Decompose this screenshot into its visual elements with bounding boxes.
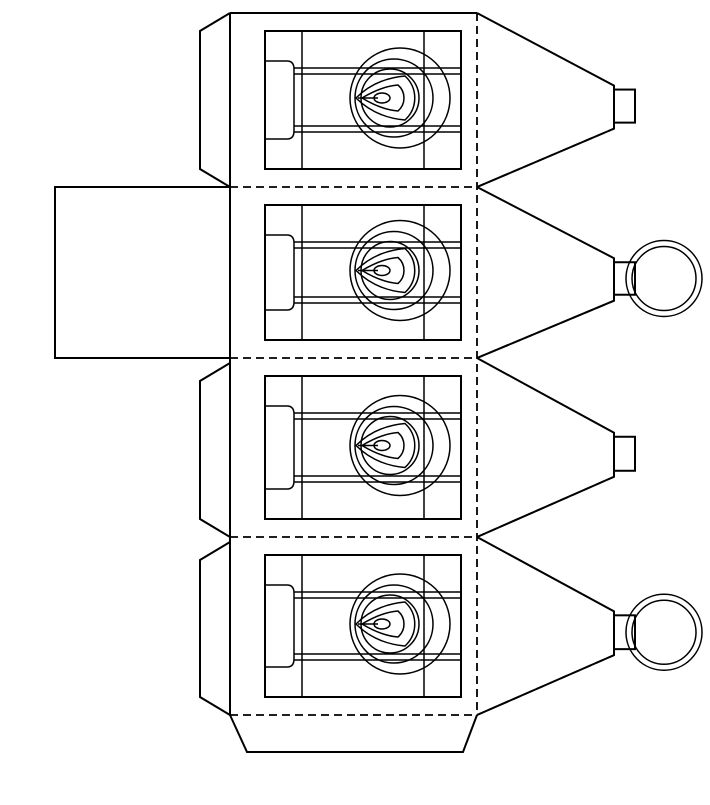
hanging-ring-inner — [631, 599, 697, 665]
flame-outer — [354, 75, 416, 121]
extras-group — [54, 12, 478, 753]
roof-flap — [476, 536, 615, 716]
side-glue-tab — [199, 362, 231, 538]
roof-flap — [476, 357, 615, 538]
lantern-panel-4 — [199, 536, 703, 716]
glow-ring — [349, 394, 451, 497]
flame-outer — [354, 601, 416, 647]
roof-flap — [476, 186, 615, 359]
flame-outer — [354, 247, 416, 294]
flame-inner — [360, 84, 405, 112]
hanging-ring-outer — [625, 239, 703, 318]
side-glue-tab — [199, 12, 231, 188]
candle-base — [265, 234, 295, 311]
roof-cap — [613, 261, 636, 296]
window-frame — [264, 554, 462, 698]
window-frame — [264, 375, 462, 520]
roof-cap — [613, 88, 636, 124]
left-glue-flap — [54, 186, 230, 359]
candle-base — [265, 405, 295, 490]
hanging-ring-inner — [631, 245, 697, 312]
roof-cap — [613, 614, 636, 651]
side-glue-tab — [199, 541, 231, 716]
window-frame — [264, 204, 462, 341]
roof-fold-line — [476, 127, 615, 188]
roof-flap — [476, 12, 615, 188]
bottom-flap — [229, 714, 478, 753]
flame-outer — [354, 422, 416, 469]
candle-base — [265, 584, 295, 668]
lantern-panel-3 — [199, 357, 636, 538]
glow-ring — [349, 573, 451, 675]
lantern-panel-1 — [199, 12, 636, 188]
roof-fold-line — [476, 475, 615, 538]
flame-inner — [360, 610, 405, 638]
glow-ring — [349, 219, 451, 322]
flame-inner — [360, 256, 405, 285]
roof-fold-line — [476, 654, 615, 716]
panels-group — [199, 12, 703, 716]
lantern-panel-2 — [229, 186, 703, 359]
roof-fold-line — [476, 299, 615, 359]
roof-cap — [613, 435, 636, 472]
flame-inner — [360, 431, 405, 460]
window-frame — [264, 30, 462, 170]
hanging-ring-outer — [625, 593, 703, 671]
glow-ring — [349, 47, 451, 149]
candle-base — [265, 60, 295, 140]
